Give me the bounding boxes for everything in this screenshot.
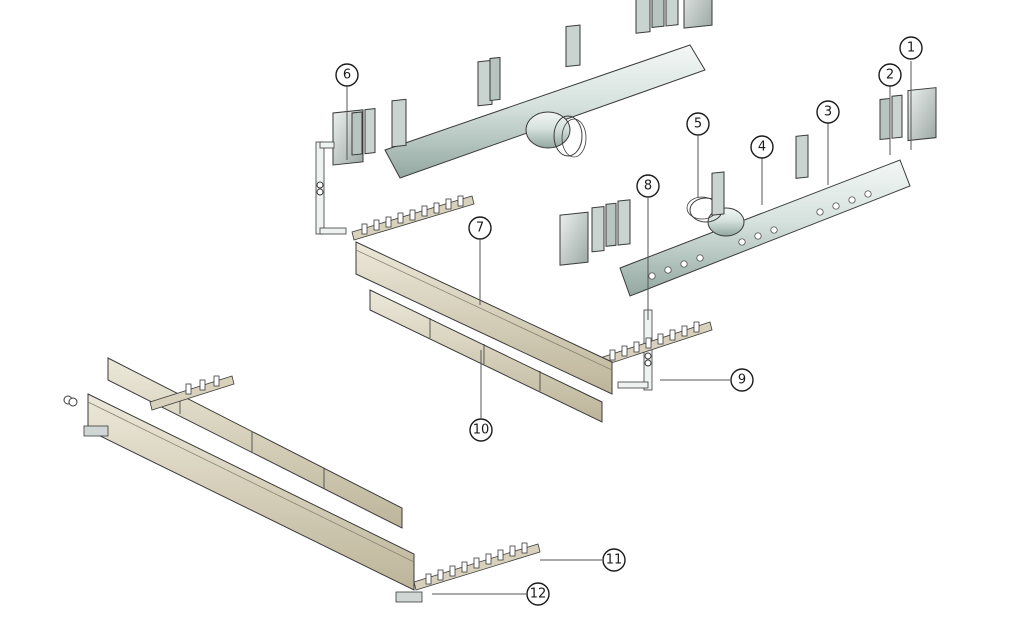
- lower-small-comb: [149, 375, 235, 411]
- beam-10: [369, 289, 603, 423]
- callout-9: 9: [730, 368, 754, 392]
- callout-7-label: 7: [476, 221, 484, 236]
- callout-12-label: 12: [530, 587, 547, 602]
- right-duct-assembly: [559, 87, 937, 391]
- upper-duct-pipe: [384, 44, 706, 179]
- callout-3: 3: [816, 100, 840, 124]
- callout-2-label: 2: [886, 68, 894, 83]
- right-manifold-comb: [599, 321, 713, 367]
- lower-manifold-comb: [413, 542, 541, 591]
- callout-10: 10: [469, 418, 493, 442]
- callout-3-label: 3: [824, 105, 832, 120]
- upper-duct-assembly: [315, 0, 713, 241]
- callout-12: 12: [526, 582, 550, 606]
- callout-2: 2: [878, 63, 902, 87]
- lower-feet: [83, 425, 423, 603]
- leader-lines: [346, 61, 912, 595]
- callout-1-label: 1: [907, 41, 915, 56]
- callout-11-label: 11: [606, 553, 623, 568]
- callout-10-label: 10: [473, 423, 490, 438]
- upper-tee-ring-2: [561, 118, 587, 158]
- beam-7: [355, 241, 613, 395]
- right-duct-pipe: [619, 159, 911, 297]
- callout-5: 5: [686, 112, 710, 136]
- callout-5-label: 5: [694, 117, 702, 132]
- callout-11: 11: [602, 548, 626, 572]
- callout-6: 6: [335, 63, 359, 87]
- upper-flanges: [332, 0, 713, 166]
- right-duct-nozzles: [648, 190, 872, 280]
- callout-4: 4: [750, 135, 774, 159]
- callout-7: 7: [468, 216, 492, 240]
- small-coupling: [63, 395, 78, 407]
- lower-beam-front: [87, 393, 415, 591]
- callout-8: 8: [636, 174, 660, 198]
- upper-manifold-comb: [351, 195, 475, 241]
- callout-9-label: 9: [738, 373, 746, 388]
- callout-6-label: 6: [343, 68, 351, 83]
- callout-8-label: 8: [644, 179, 652, 194]
- callout-1: 1: [899, 36, 923, 60]
- right-flanges: [559, 87, 937, 266]
- callout-4-label: 4: [758, 140, 766, 155]
- upper-tee-ring: [553, 115, 583, 157]
